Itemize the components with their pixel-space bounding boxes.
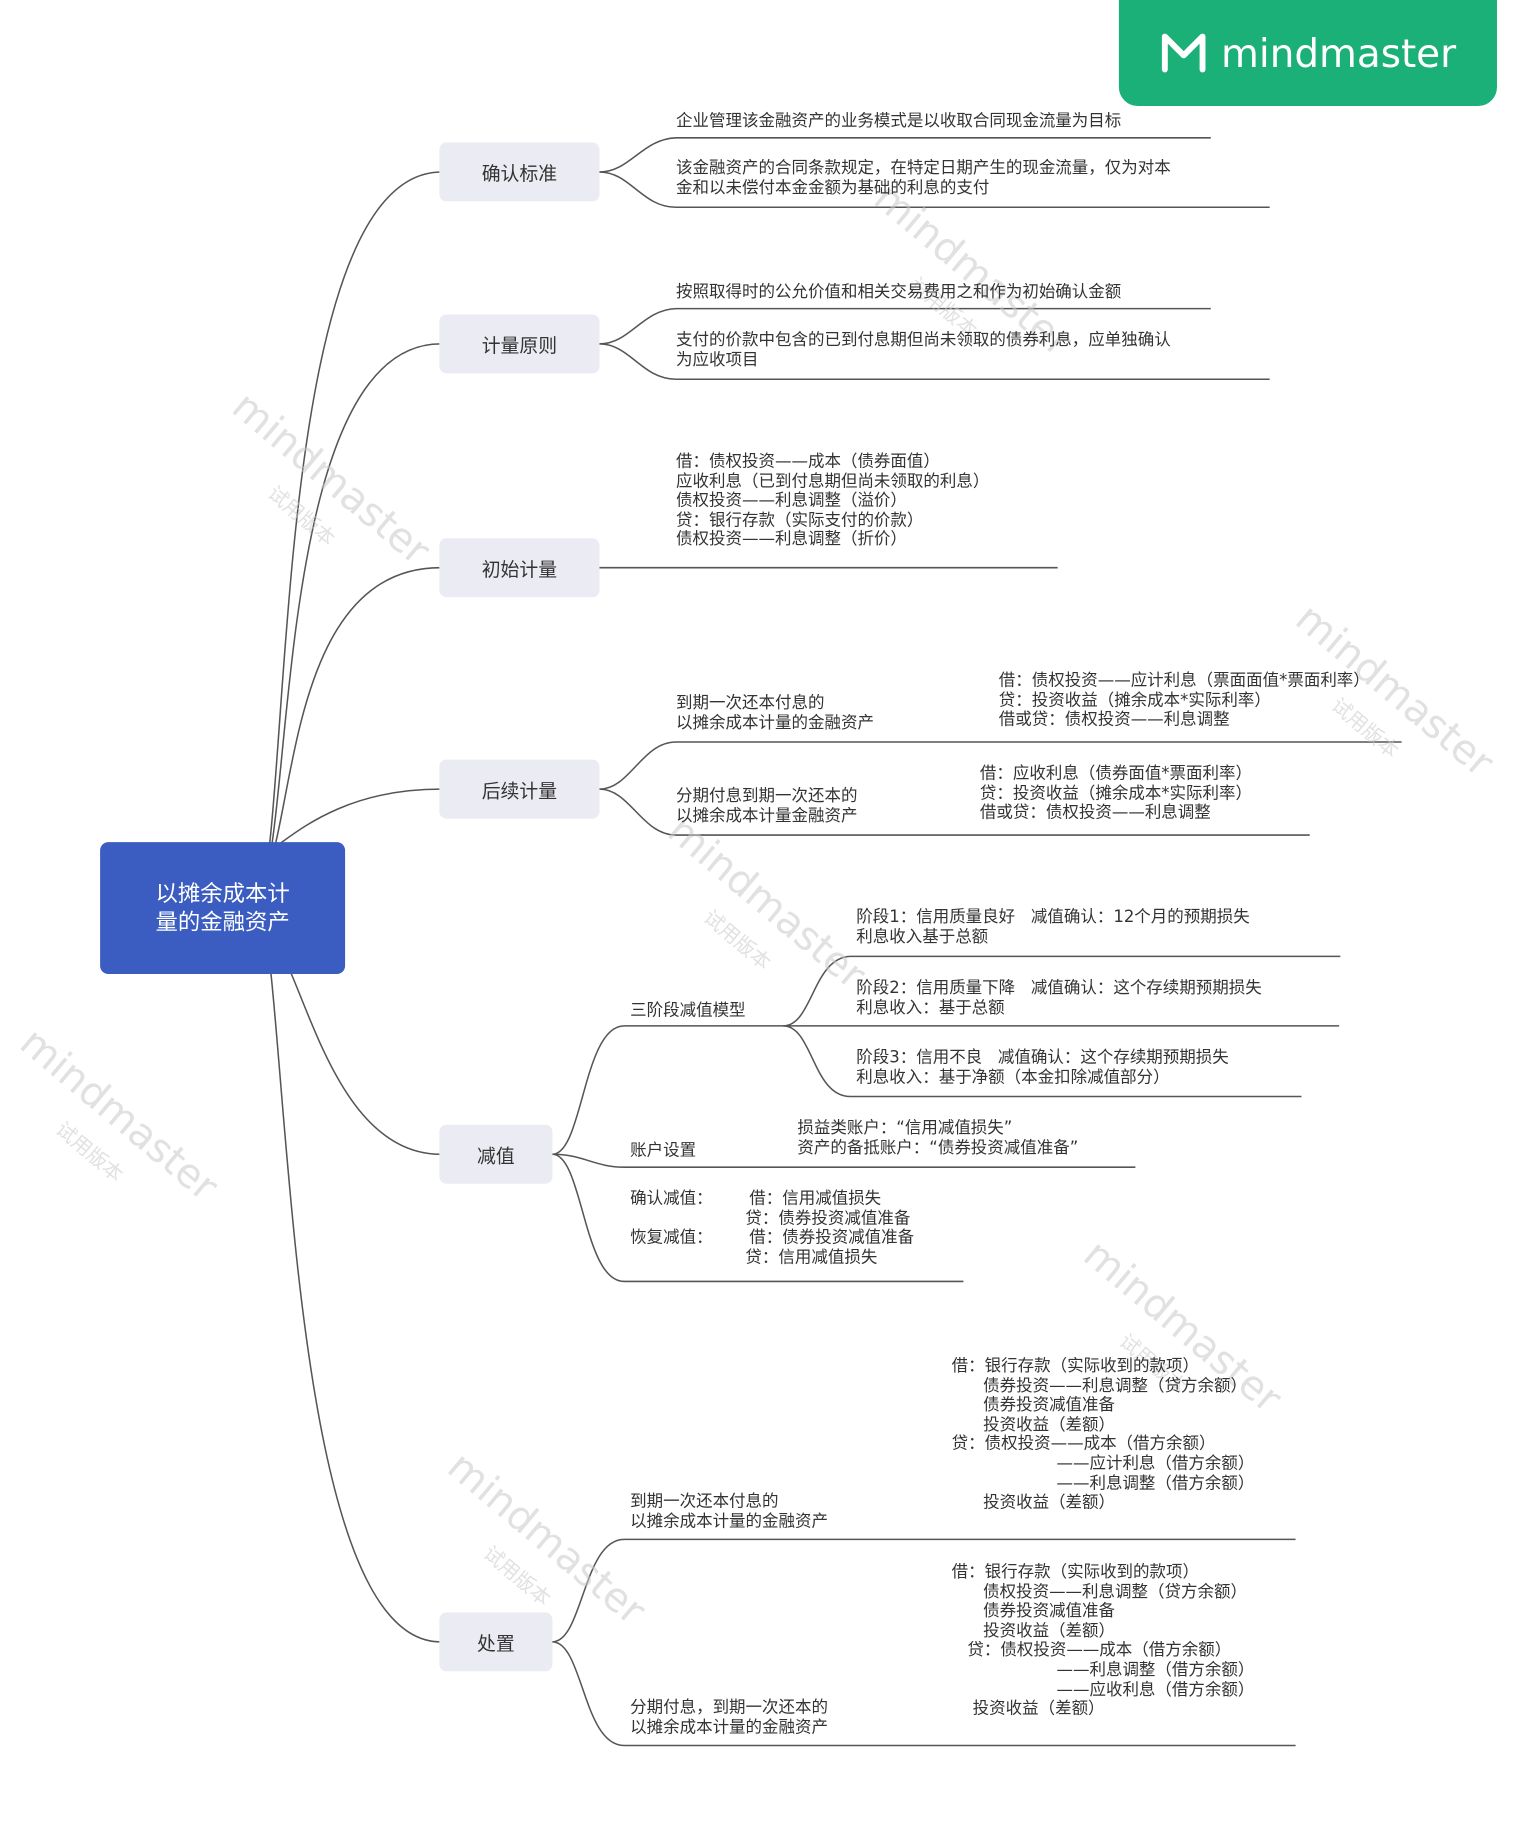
edge-root-dispose (270, 972, 441, 1643)
journal-entry-text[interactable]: 借：债权投资——应计利息（票面面值*票面利率） 贷：投资收益（摊余成本*实际利率… (998, 671, 1370, 730)
journal-entry-text[interactable]: 确认减值： 借：信用减值损失 贷：债券投资减值准备 恢复减值： 借：债券投资减值… (630, 1189, 915, 1268)
brand-name: mindmaster (1221, 30, 1457, 76)
journal-entry-text[interactable]: 借：银行存款（实际收到的款项） 债券投资——利息调整（贷方余额） 债券投资减值准… (951, 1356, 1255, 1513)
stage-text[interactable]: 阶段2：信用质量下降 减值确认：这个存续期预期损失 利息收入：基于总额 (856, 978, 1262, 1018)
mindmaster-logo-icon (1161, 33, 1206, 73)
subtopic-label[interactable]: 三阶段减值模型 (630, 1001, 746, 1020)
subtopic-label[interactable]: 到期一次还本付息的 以摊余成本计量的金融资产 (630, 1492, 828, 1531)
topic-recognition-criteria[interactable]: 确认标准 (439, 142, 600, 202)
edge-root-impair (290, 972, 441, 1156)
subtopic-text[interactable]: 按照取得时的公允价值和相关交易费用之和作为初始确认金额 (676, 282, 1122, 302)
edge-root-subsequent (279, 788, 441, 844)
edge-root-measure (271, 343, 441, 844)
brand-badge: mindmaster (1118, 0, 1497, 107)
topic-initial-measurement[interactable]: 初始计量 (439, 538, 600, 598)
subtopic-label[interactable]: 分期付息到期一次还本的 以摊余成本计量金融资产 (676, 786, 858, 826)
stage-text[interactable]: 阶段3：信用不良 减值确认：这个存续期预期损失 利息收入：基于净额（本金扣除减值… (856, 1048, 1229, 1087)
subtopic-label[interactable]: 账户设置 (630, 1141, 697, 1161)
topic-subsequent-measurement[interactable]: 后续计量 (439, 759, 600, 819)
stage-text[interactable]: 阶段1：信用质量良好 减值确认：12个月的预期损失 利息收入基于总额 (856, 908, 1250, 947)
journal-entry-text[interactable]: 借：债权投资——成本（债券面值） 应收利息（已到付息期但尚未领取的利息） 债权投… (676, 452, 990, 550)
journal-entry-text[interactable]: 借：应收利息（债券面值*票面利率） 贷：投资收益（摊余成本*实际利率） 借或贷：… (979, 764, 1253, 823)
topic-measurement-principle[interactable]: 计量原则 (439, 314, 600, 374)
subtopic-label[interactable]: 到期一次还本付息的 以摊余成本计量的金融资产 (676, 693, 874, 733)
subtopic-text[interactable]: 支付的价款中包含的已到付息期但尚未领取的债券利息，应单独确认 为应收项目 (676, 330, 1171, 370)
root-topic[interactable]: 以摊余成本计 量的金融资产 (100, 842, 346, 975)
account-setup-text[interactable]: 损益类账户：“信用减值损失” 资产的备抵账户：“债券投资减值准备” (797, 1118, 1079, 1158)
subtopic-text[interactable]: 该金融资产的合同条款规定，在特定日期产生的现金流量，仅为对本 金和以未偿付本金金… (676, 159, 1171, 198)
topic-disposal[interactable]: 处置 (439, 1612, 553, 1672)
edge-root-confirm (268, 171, 441, 844)
topic-impairment[interactable]: 减值 (439, 1124, 553, 1184)
subtopic-text[interactable]: 企业管理该金融资产的业务模式是以收取合同现金流量为目标 (676, 111, 1122, 131)
subtopic-label[interactable]: 分期付息，到期一次还本的 以摊余成本计量的金融资产 (630, 1698, 828, 1737)
journal-entry-text[interactable]: 借：银行存款（实际收到的款项） 债权投资——利息调整（贷方余额） 债券投资减值准… (951, 1562, 1255, 1719)
edge-root-initial (274, 566, 441, 844)
